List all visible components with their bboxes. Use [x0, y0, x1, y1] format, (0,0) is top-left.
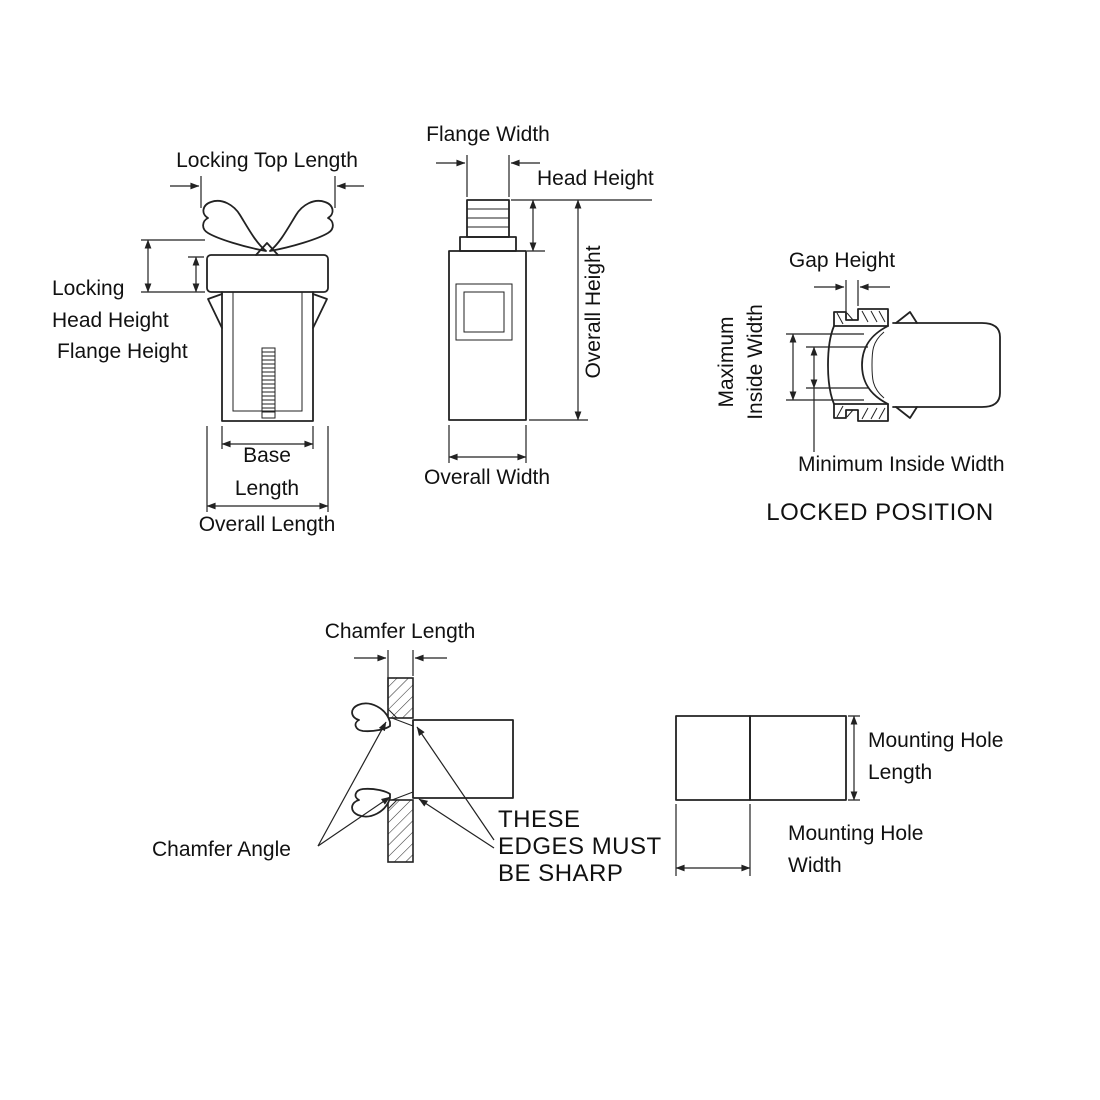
- chamfer-length-label: Chamfer Length: [325, 620, 476, 643]
- min-inside-width-extension-lines: [806, 346, 868, 389]
- locked-top-jaw: [833, 308, 889, 327]
- front-left-barb: [207, 293, 223, 329]
- min-inside-width-label: Minimum Inside Width: [798, 453, 1005, 476]
- mounting-hole-adjacent-rect: [749, 715, 847, 801]
- side-window-inner: [463, 291, 505, 333]
- overall-height-label: Overall Height: [582, 245, 605, 378]
- panel-hatched-bottom: [387, 799, 414, 863]
- side-body-outline: [448, 250, 527, 421]
- locked-bottom-jaw: [833, 403, 889, 422]
- locked-bottom-jaw-hatch: [836, 405, 886, 420]
- locked-position-caption: LOCKED POSITION: [766, 499, 994, 526]
- mounting-hole-width-label-line2: Width: [788, 854, 842, 877]
- overall-width-label: Overall Width: [424, 466, 550, 489]
- locked-position-view: Gap Height Maximum Inside Width Minimum …: [715, 249, 1005, 526]
- max-inside-width-label-line2: Inside Width: [744, 304, 767, 420]
- max-inside-width-extension-lines: [786, 333, 864, 401]
- panel-chamfer-edges: [387, 708, 398, 810]
- side-head-thread-lines: [467, 208, 509, 228]
- mounting-hole-width-extension-lines: [675, 804, 751, 876]
- mounting-hole-square: [675, 715, 751, 801]
- locking-head-height-label-line2: Head Height: [52, 309, 169, 332]
- sharp-edges-note-line1: THESE: [498, 806, 581, 833]
- overall-length-label: Overall Length: [199, 513, 336, 536]
- front-screw-thread-lines: [262, 351, 275, 413]
- chamfer-length-extension-lines: [387, 650, 414, 705]
- locked-body-top-barb: [895, 311, 918, 324]
- flange-width-label: Flange Width: [426, 123, 550, 146]
- base-length-label-line2: Length: [235, 477, 299, 500]
- locking-head-height-label-line1: Locking: [52, 277, 124, 300]
- locked-top-jaw-hatch: [836, 310, 886, 325]
- sharp-edge-leader-bottom: [418, 798, 495, 849]
- panel-hatched-top: [387, 677, 414, 719]
- locked-spring-outer-arc: [861, 325, 889, 405]
- locking-top-length-label: Locking Top Length: [176, 149, 358, 172]
- front-flange-outline: [206, 254, 329, 293]
- mounting-hole-length-label-line1: Mounting Hole: [868, 729, 1003, 752]
- overall-length-extension-lines: [206, 426, 329, 512]
- chamfer-angle-label: Chamfer Angle: [152, 838, 291, 861]
- chamfer-clip-top-wing: [351, 702, 391, 733]
- side-collar-outline: [459, 236, 517, 252]
- front-screw-stud-outline: [261, 347, 276, 419]
- chamfer-clip-arms: [391, 717, 414, 801]
- mounting-hole-length-label-line2: Length: [868, 761, 932, 784]
- mounting-hole-width-label-line1: Mounting Hole: [788, 822, 923, 845]
- base-length-label-line1: Base: [243, 444, 291, 467]
- front-left-wing-outline: [202, 200, 267, 252]
- sharp-edges-note-line2: EDGES MUST: [498, 833, 662, 860]
- gap-height-extension-lines: [845, 280, 859, 318]
- locked-spring-inner-arc: [871, 331, 885, 399]
- chamfer-clip-body: [412, 719, 514, 799]
- sharp-edges-note-line3: BE SHARP: [498, 860, 623, 887]
- front-center-notch: [255, 242, 279, 256]
- locked-left-arc: [827, 325, 835, 405]
- front-inner-cavity: [232, 292, 303, 412]
- locked-body-bottom-barb: [895, 406, 918, 419]
- max-inside-width-label-line1: Maximum: [715, 316, 738, 407]
- mounting-hole-view: Mounting Hole Length Mounting Hole Width: [675, 715, 1003, 877]
- head-height-label: Head Height: [537, 167, 654, 190]
- chamfer-angle-leader-top: [317, 721, 387, 847]
- flange-width-extension-lines: [466, 155, 510, 197]
- locked-body-outline: [892, 322, 1001, 408]
- sharp-edge-leader-top: [416, 726, 495, 841]
- flange-height-label: Flange Height: [57, 340, 188, 363]
- front-right-barb: [312, 293, 328, 329]
- front-body-outline: [221, 291, 314, 422]
- chamfer-clip-bottom-wing: [351, 787, 391, 818]
- chamfer-angle-leader-bottom: [317, 796, 391, 847]
- side-window-outer: [455, 283, 513, 341]
- front-view: Locking Top Length Locking Head Height F…: [52, 149, 364, 536]
- locking-top-length-extension-lines: [200, 176, 336, 208]
- gap-height-label: Gap Height: [789, 249, 895, 272]
- side-view: Flange Width Head Height Overall Height …: [424, 123, 654, 489]
- chamfer-detail-view: Chamfer Length Chamfer Angle THESE EDGES…: [152, 620, 662, 887]
- front-right-wing-outline: [269, 200, 334, 252]
